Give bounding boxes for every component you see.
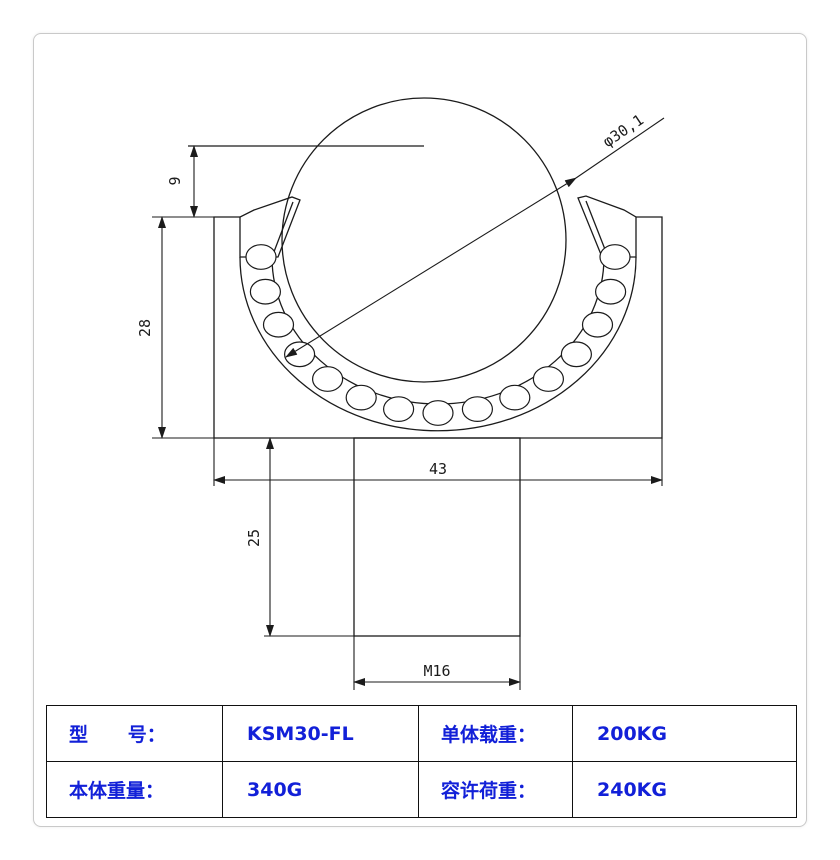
- bearing-ball: [383, 396, 415, 423]
- main-ball: [281, 97, 567, 383]
- dim-top-gap: 9: [166, 176, 184, 185]
- bearing-ball: [499, 384, 531, 411]
- dim-diameter: φ30,1: [599, 111, 647, 151]
- table-row: 型 号： KSM30-FL 单体载重： 200KG: [46, 705, 797, 762]
- bearing-ball: [560, 341, 593, 368]
- spec-label-weight: 本体重量：: [46, 761, 223, 818]
- spec-label-allowable-load: 容许荷重：: [418, 761, 573, 818]
- bearing-ball: [581, 311, 614, 338]
- bearing-ball: [345, 384, 377, 411]
- housing-outline: [214, 217, 240, 438]
- threaded-stud: [353, 437, 521, 637]
- bearing-ball: [262, 311, 295, 338]
- raceway-outer: [239, 256, 637, 432]
- spec-label-model: 型 号：: [46, 705, 223, 762]
- dim-width: 43: [429, 460, 447, 478]
- bearing-ball: [312, 366, 344, 392]
- bearing-ball: [284, 341, 316, 368]
- spec-label-unit-load: 单体载重：: [418, 705, 573, 762]
- spec-value-weight: 340G: [222, 761, 419, 818]
- spec-value-unit-load: 200KG: [572, 705, 797, 762]
- bearing-ball: [532, 366, 565, 392]
- dim-stud-length: 25: [245, 529, 263, 547]
- spec-value-model: KSM30-FL: [222, 705, 419, 762]
- bearing-ball: [249, 278, 281, 305]
- bearing-ball: [461, 396, 493, 423]
- bearing-ball: [594, 278, 627, 305]
- spec-table: 型 号： KSM30-FL 单体载重： 200KG 本体重量： 340G 容许荷…: [46, 705, 797, 818]
- dim-height: 28: [136, 319, 154, 337]
- bearing-ball: [245, 244, 277, 270]
- table-row: 本体重量： 340G 容许荷重： 240KG: [46, 761, 797, 818]
- bearing-ball: [599, 244, 631, 270]
- bearing-balls: [245, 244, 631, 426]
- dim-thread: M16: [423, 662, 450, 680]
- bearing-ball: [422, 400, 454, 426]
- spec-value-allowable-load: 240KG: [572, 761, 797, 818]
